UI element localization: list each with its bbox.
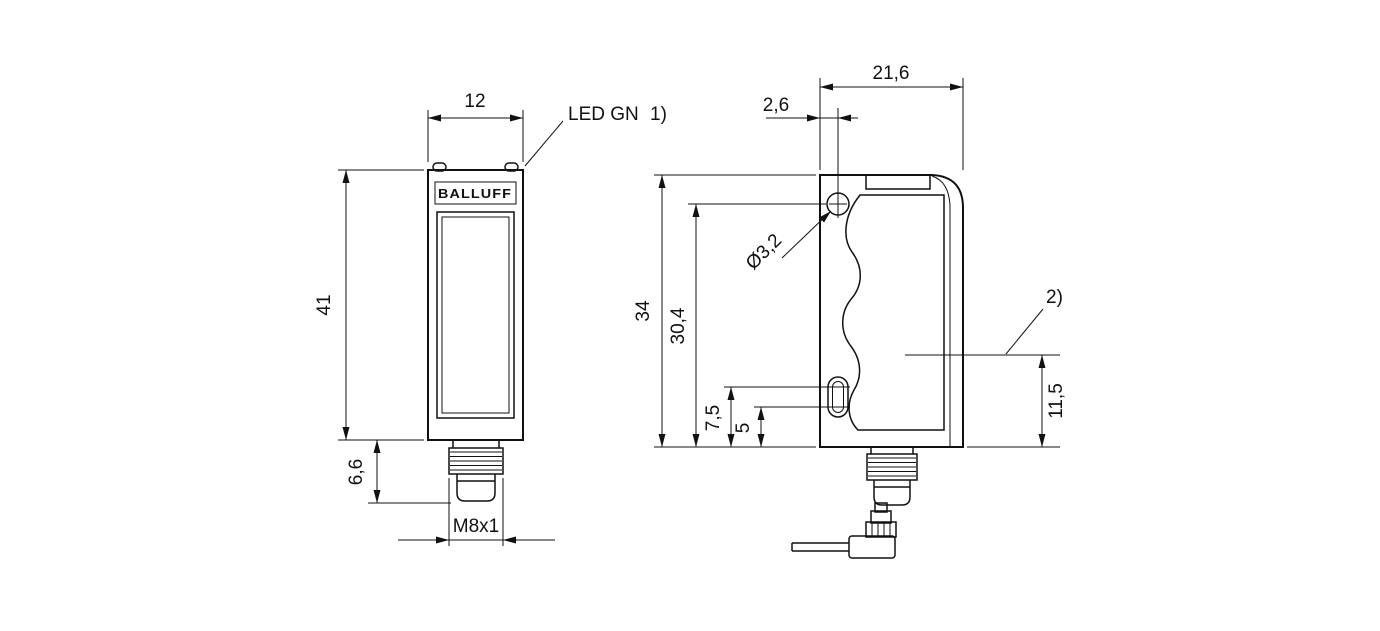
dim-hole-height: 30,4 <box>668 203 826 447</box>
dim-front-height: 41 <box>314 169 424 441</box>
hole-diameter-label: Ø3,2 <box>742 230 786 274</box>
dim-slot-upper: 7,5 <box>703 386 850 447</box>
dim-side-depth-label: 21,6 <box>873 63 910 84</box>
hole-diameter-callout: Ø3,2 <box>742 210 832 274</box>
top-notch <box>865 174 931 190</box>
note-2-callout: 2) <box>1005 287 1063 355</box>
optical-window-outer <box>436 211 515 419</box>
dim-front-width-label: 12 <box>464 91 485 112</box>
dim-hole-height-label: 30,4 <box>668 307 689 344</box>
led-note: 1) <box>650 104 667 125</box>
dim-slot-lower: 5 <box>733 406 850 447</box>
brand-logo-box <box>434 181 517 205</box>
m8-connector-front <box>448 440 504 502</box>
dim-slot-upper-label: 7,5 <box>703 405 724 431</box>
brand-logo-text: BALLUFF <box>438 186 512 201</box>
dim-hole-offset: 2,6 <box>763 95 858 218</box>
dim-window-height-label: 11,5 <box>1046 383 1067 419</box>
mounting-slot-outer <box>827 376 849 418</box>
front-view: BALLUFF 12 LED GN 1) 41 <box>314 91 667 546</box>
m8-connector-side <box>866 447 918 506</box>
dim-side-height: 34 <box>633 174 816 448</box>
angled-connector-icon <box>791 502 897 559</box>
side-window <box>842 194 945 431</box>
body-edge-line <box>931 175 951 447</box>
dim-hole-offset-label: 2,6 <box>763 95 789 116</box>
led-callout: LED GN 1) <box>524 104 667 167</box>
dim-window-height: 11,5 <box>905 354 1067 448</box>
dim-thread-size: M8x1 <box>398 478 555 546</box>
mounting-slot-inner <box>832 381 844 413</box>
side-view: 21,6 2,6 34 30,4 7,5 <box>633 63 1067 506</box>
dim-thread-length: 6,6 <box>346 440 451 504</box>
led-label: LED GN <box>568 104 639 125</box>
dim-front-width: 12 <box>427 91 524 162</box>
optical-window-inner <box>441 216 510 414</box>
dim-front-height-label: 41 <box>314 294 335 315</box>
sensor-body-front <box>427 169 524 441</box>
sensor-body-side <box>819 174 964 448</box>
dim-thread-length-label: 6,6 <box>346 459 367 485</box>
dim-side-height-label: 34 <box>633 300 654 322</box>
dim-slot-lower-label: 5 <box>733 423 754 434</box>
dim-thread-size-label: M8x1 <box>453 516 499 537</box>
note-2-label: 2) <box>1046 287 1063 308</box>
dim-side-depth: 21,6 <box>819 63 964 170</box>
